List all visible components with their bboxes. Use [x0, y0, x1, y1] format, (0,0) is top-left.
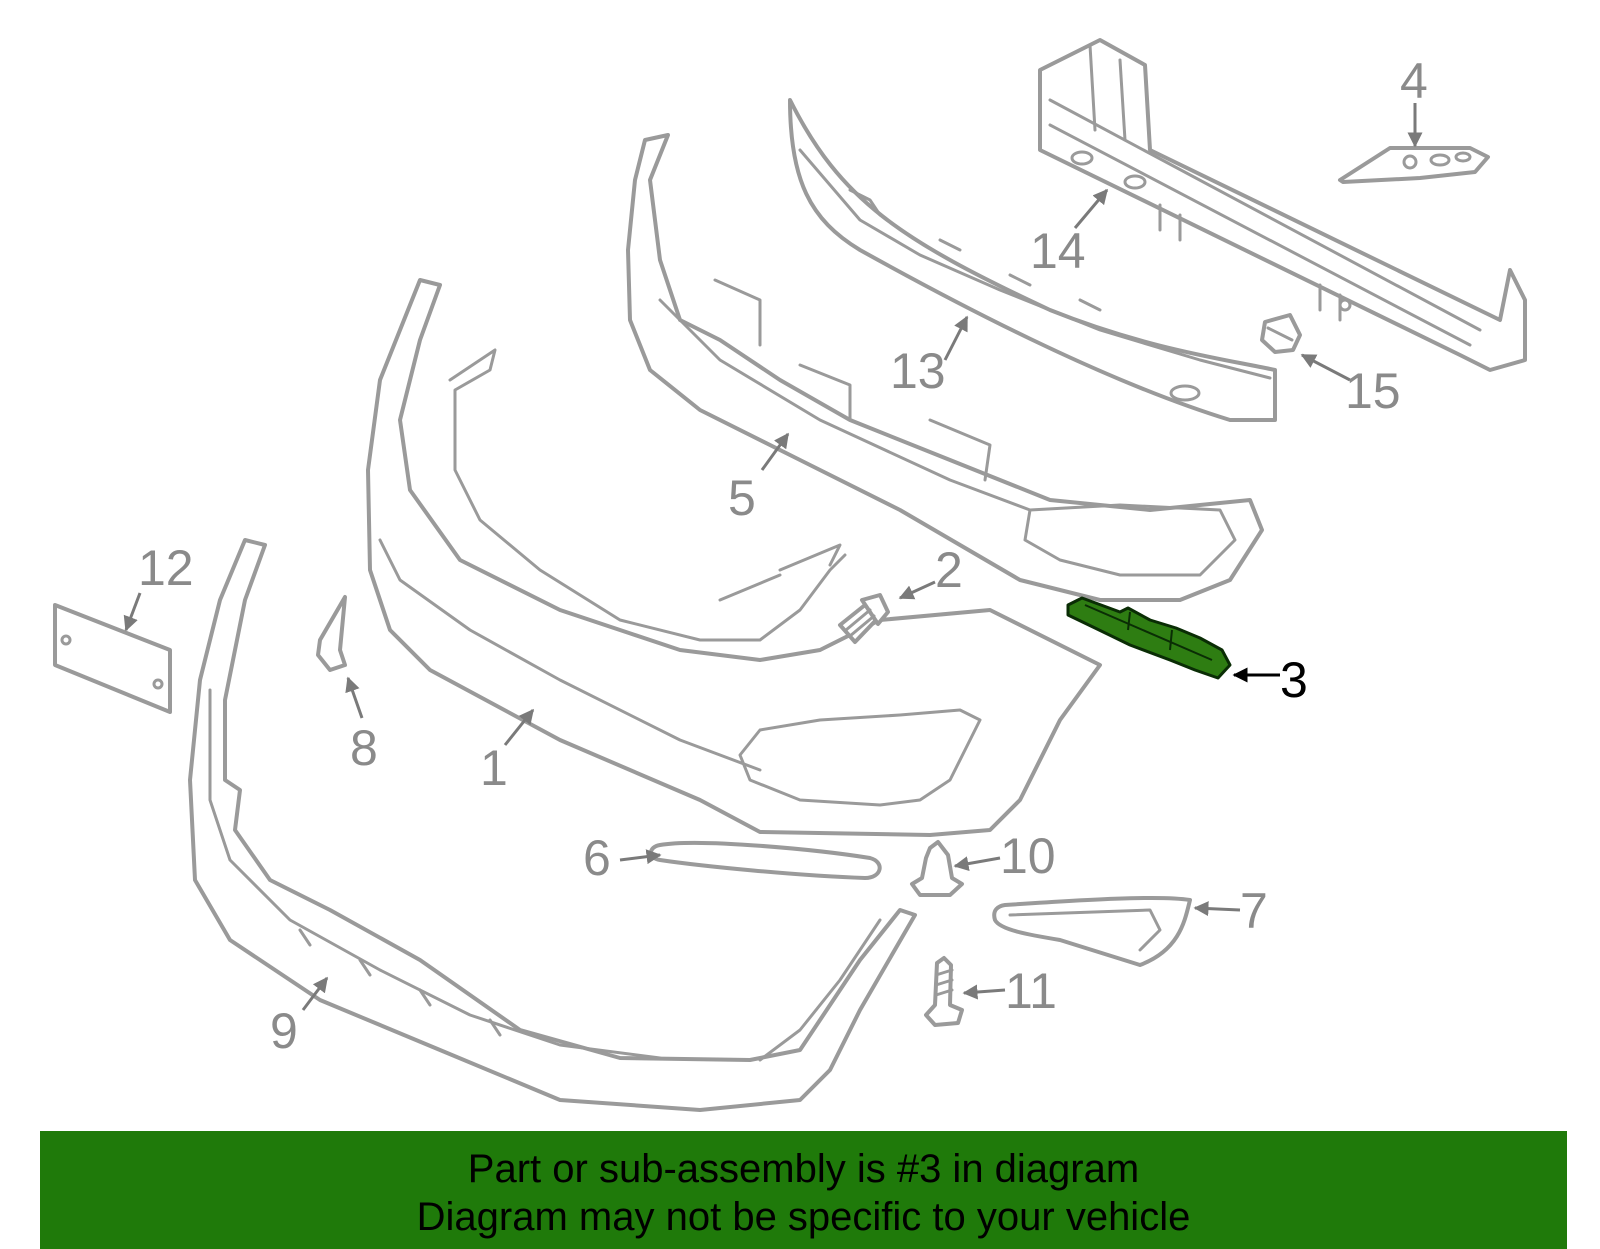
part-5-upper-cover[interactable] [626, 133, 1264, 602]
banner-line-2: Diagram may not be specific to your vehi… [416, 1195, 1191, 1239]
part-2-bolt[interactable] [838, 593, 890, 644]
part-1-bumper-cover[interactable] [366, 278, 1102, 837]
part-11-screw[interactable] [924, 956, 964, 1027]
info-banner: Part or sub-assembly is #3 in diagram Di… [40, 1131, 1567, 1249]
callout-7: 7 [1240, 883, 1268, 939]
callout-14: 14 [1030, 223, 1086, 279]
callout-5: 5 [728, 470, 756, 526]
callout-9: 9 [270, 1003, 298, 1059]
part-9-lower-valance[interactable] [188, 538, 917, 1112]
part-10-push-clip[interactable] [910, 840, 964, 897]
callout-1: 1 [480, 740, 508, 796]
leader-lines [123, 103, 1423, 1011]
callout-8: 8 [350, 720, 378, 776]
callout-13: 13 [890, 343, 946, 399]
part-6-trim-strip[interactable] [649, 840, 882, 880]
part-12-license-bracket[interactable] [53, 603, 172, 714]
part-3-bracket-highlighted[interactable] [1066, 596, 1232, 680]
banner-line-1: Part or sub-assembly is #3 in diagram [467, 1147, 1140, 1191]
part-8-cover[interactable] [316, 595, 347, 672]
callout-2: 2 [935, 542, 963, 598]
part-15-clip[interactable] [1260, 313, 1302, 354]
callout-labels: 4 14 15 13 5 2 3 12 8 1 6 10 7 11 9 [138, 53, 1428, 1059]
part-7-lamp-bezel[interactable] [992, 895, 1192, 967]
part-14-bumper-reinforcement[interactable] [1038, 38, 1527, 372]
callout-4: 4 [1400, 53, 1428, 109]
callout-3: 3 [1280, 652, 1308, 708]
callout-6: 6 [583, 830, 611, 886]
callout-11: 11 [1005, 963, 1057, 1019]
callout-12: 12 [138, 540, 194, 596]
callout-15: 15 [1345, 363, 1401, 419]
part-4-bracket[interactable] [1338, 146, 1490, 184]
callout-10: 10 [1000, 828, 1056, 884]
part-13-energy-absorber[interactable] [788, 98, 1277, 422]
